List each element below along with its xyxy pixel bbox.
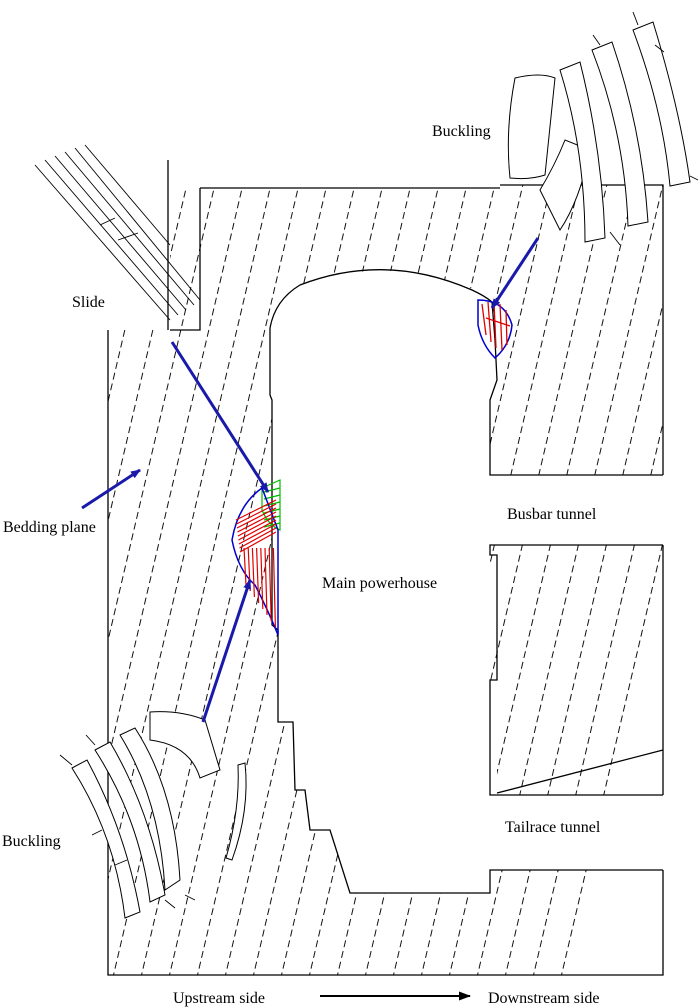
main-powerhouse-cavern [270,270,663,893]
shear-hatch-line [268,547,272,622]
shear-hatch-line [256,547,260,604]
buckling-top-arrow [490,237,540,309]
shear-hatch-line [235,499,277,521]
bedding-joint [108,185,245,975]
bedding-joint [0,180,48,990]
bedding-plane-arrow [81,468,141,510]
buckling-top-label: Buckling [432,123,491,140]
shear-hatch-line [499,303,503,351]
shear-hatch-line [239,527,277,549]
bedding-joint [0,180,76,990]
shear-hatch-line [260,547,264,610]
buckling-bottom-label: Buckling [2,833,61,850]
wall-shear-zone [231,479,281,636]
slide-arrow [170,341,270,493]
buckling-bottom-arrow [201,579,252,723]
shear-hatch-line [264,547,268,616]
downstream-side-label: Downstream side [488,990,600,1007]
upstream-side-label: Upstream side [173,990,265,1007]
blue-arrows [81,237,540,723]
shear-hatch-line [493,301,497,349]
tailrace-tunnel-label: Tailrace tunnel [505,819,601,836]
excavations [270,270,663,893]
shear-hatch-line [237,511,277,533]
shear-hatch-line [243,547,247,586]
busbar-tunnel-label: Busbar tunnel [507,506,597,523]
main-powerhouse-label: Main powerhouse [322,575,437,592]
shear-hatch-line [238,519,277,541]
shear-hatch-line [238,523,277,545]
shear-hatch-line [485,317,511,327]
shear-hatch-line [239,531,277,553]
buckling-plates-top [507,11,699,246]
crown-shear-zone [477,299,513,360]
shear-hatch-line [237,515,277,537]
slide-label: Slide [72,294,105,311]
bedding-plane-label: Bedding plane [3,519,96,536]
slide-plates [34,144,201,321]
shear-hatch-line [236,507,277,529]
bedding-joint [108,185,217,975]
shear-hatch-line [236,503,277,525]
bedding-joint [108,185,133,975]
shear-hatch-line [481,303,487,336]
bedding-joint [0,180,20,990]
shear-hatch-line [505,309,508,346]
slide-hatch-line [263,522,281,528]
shear-hatch-line [251,547,255,598]
shear-hatch-line [487,301,492,343]
buckling-plates-bottom [59,711,247,919]
shear-hatch-line [272,547,276,628]
